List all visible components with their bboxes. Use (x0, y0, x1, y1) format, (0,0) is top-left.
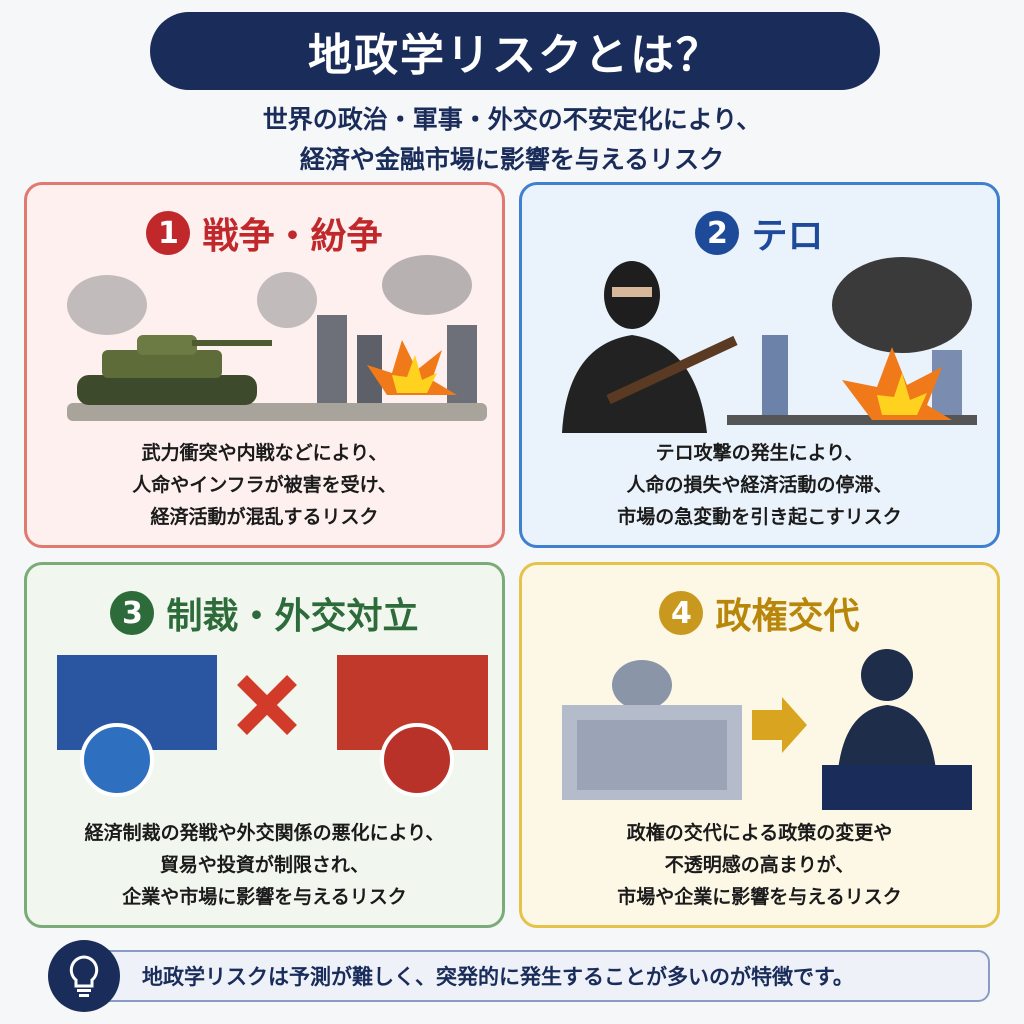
card-sanctions: 3 制裁・外交対立 経済制裁の発戦や外交関係の悪化により、 貿易や投資が制限され、… (24, 562, 505, 928)
description-line: 貿易や投資が制限され、 (159, 854, 370, 876)
subtitle-line-1: 世界の政治・軍事・外交の不安定化により、 (262, 105, 762, 134)
terrorist-explosion-illustration (562, 257, 977, 433)
card-title: 政権交代 (715, 596, 860, 637)
card-title: 制裁・外交対立 (166, 596, 419, 637)
description-line: 不透明感の高まりが、 (664, 854, 855, 876)
description-line: 市場の急変動を引き起こすリスク (617, 506, 902, 528)
footer-note: 地政学リスクは予測が難しく、突発的に発生することが多いのが特徴です。 (78, 950, 990, 1002)
card-title: テロ (751, 216, 824, 257)
description-line: 人命の損失や経済活動の停滞、 (626, 474, 893, 496)
number-badge: 1 (146, 211, 191, 255)
globe-icon (380, 723, 454, 797)
description-line: 武力衝突や内戦などにより、 (141, 442, 388, 464)
number-badge: 4 (659, 591, 704, 635)
card-regime-change: 4 政権交代 政権の交代による政策の変更や 不透明感の高まりが、 市場や企業に影響… (519, 562, 1000, 928)
card-title: 戦争・紛争 (202, 216, 383, 257)
description-line: 政権の交代による政策の変更や (626, 822, 893, 844)
number-badge: 3 (110, 591, 155, 635)
globe-icon (80, 723, 154, 797)
description-line: テロ攻撃の発生により、 (655, 442, 864, 464)
lightbulb-icon (48, 940, 120, 1012)
description-line: 人命やインフラが被害を受け、 (132, 474, 397, 496)
description-line: 市場や企業に影響を与えるリスク (617, 886, 902, 908)
number-badge: 2 (695, 211, 740, 255)
card-terror: 2 テロ テロ攻撃の発生により、 人命の損失や経済活動の停滞、 市場の急変動を引き… (519, 182, 1000, 548)
description-line: 企業や市場に影響を与えるリスク (122, 886, 407, 908)
containers-illustration (57, 655, 488, 797)
page-title: 地政学リスクとは？ (150, 12, 880, 90)
description-line: 経済活動が混乱するリスク (150, 506, 379, 528)
government-leader-illustration (562, 649, 972, 810)
description-line: 経済制裁の発戦や外交関係の悪化により、 (84, 822, 445, 844)
tank-explosion-illustration (67, 255, 487, 421)
arrow-right-icon (752, 697, 807, 753)
subtitle-line-2: 経済や金融市場に影響を与えるリスク (299, 145, 725, 174)
footer-text: 地政学リスクは予測が難しく、突発的に発生することが多いのが特徴です。 (142, 965, 854, 989)
card-war: 1 戦争・紛争 武力衝突や内戦などにより、 人命やインフラが被害を受け、 経済活動… (24, 182, 505, 548)
